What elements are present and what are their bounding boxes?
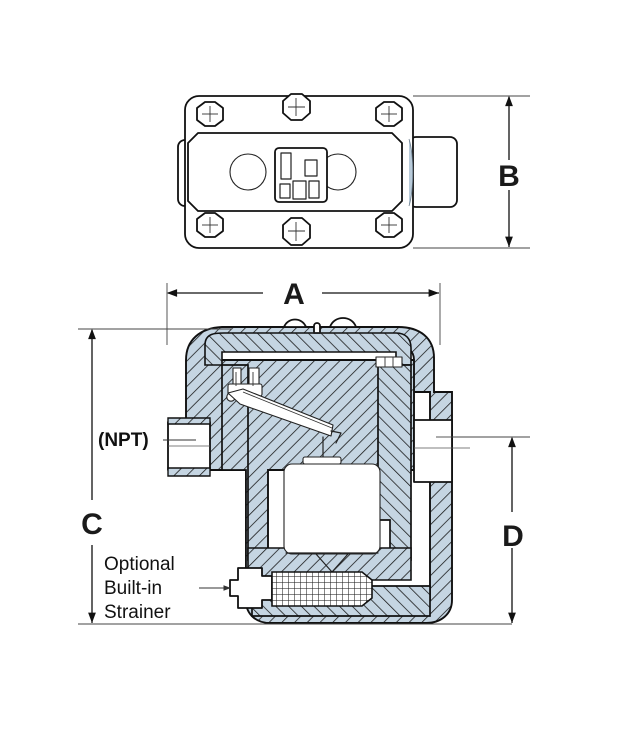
strainer-label-line3: Strainer — [104, 602, 171, 623]
plan-view — [177, 93, 458, 249]
plan-valve-block-part-3 — [279, 183, 291, 199]
lever-hook — [330, 430, 342, 444]
dimension-D: D — [436, 436, 530, 623]
valve-disc — [302, 456, 342, 465]
strainer-end-plug — [229, 567, 273, 609]
plan-bolt-top-left — [196, 101, 224, 127]
annotation-npt: (NPT) — [98, 430, 196, 451]
plan-right-nozzle — [408, 136, 458, 208]
lever-arm — [227, 388, 334, 437]
plan-bolt-group — [196, 93, 403, 246]
section-vent-plug — [313, 322, 321, 334]
dim-D-label: D — [502, 520, 524, 553]
section-inlet-bottom-lip — [167, 467, 211, 477]
section-view — [167, 317, 470, 624]
plan-valve-block — [274, 147, 328, 203]
section-outlet-port — [413, 419, 453, 483]
dimension-A: A — [166, 278, 441, 345]
plan-bolt-top-right — [375, 101, 403, 127]
npt-label: (NPT) — [98, 430, 149, 451]
plan-valve-block-part-2 — [304, 159, 318, 177]
plan-left-port-circle — [229, 153, 267, 191]
section-bonnet-boss-left — [283, 318, 307, 328]
plan-bolt-bottom-left — [196, 212, 224, 238]
strainer-label-line1: Optional — [104, 554, 175, 575]
dim-C-label: C — [81, 508, 103, 541]
built-in-strainer — [229, 567, 373, 609]
plan-nozzle-shading — [408, 138, 414, 207]
strainer-mesh-screen — [271, 571, 373, 607]
plan-bolt-top-center — [282, 93, 311, 121]
dim-B-label: B — [498, 160, 520, 193]
section-bonnet-boss-right — [329, 317, 357, 328]
plan-valve-block-part-1 — [280, 152, 292, 180]
inverted-bucket — [283, 463, 381, 555]
plan-valve-block-part-4 — [292, 180, 307, 200]
plan-bolt-bottom-center — [282, 217, 311, 246]
section-lever-mechanism — [226, 367, 342, 465]
annotation-optional-strainer: Optional Built-in Strainer — [104, 554, 231, 623]
dim-A-label: A — [283, 278, 305, 311]
strainer-label-line2: Built-in — [104, 578, 162, 599]
lever-arm-seam — [242, 391, 333, 429]
section-gasket-step — [375, 356, 403, 368]
section-inlet-top-lip — [167, 417, 211, 425]
plan-bolt-bottom-right — [375, 212, 403, 238]
dimension-C: C — [78, 328, 512, 625]
dimension-B: B — [413, 95, 530, 249]
plan-valve-block-part-5 — [308, 180, 320, 199]
